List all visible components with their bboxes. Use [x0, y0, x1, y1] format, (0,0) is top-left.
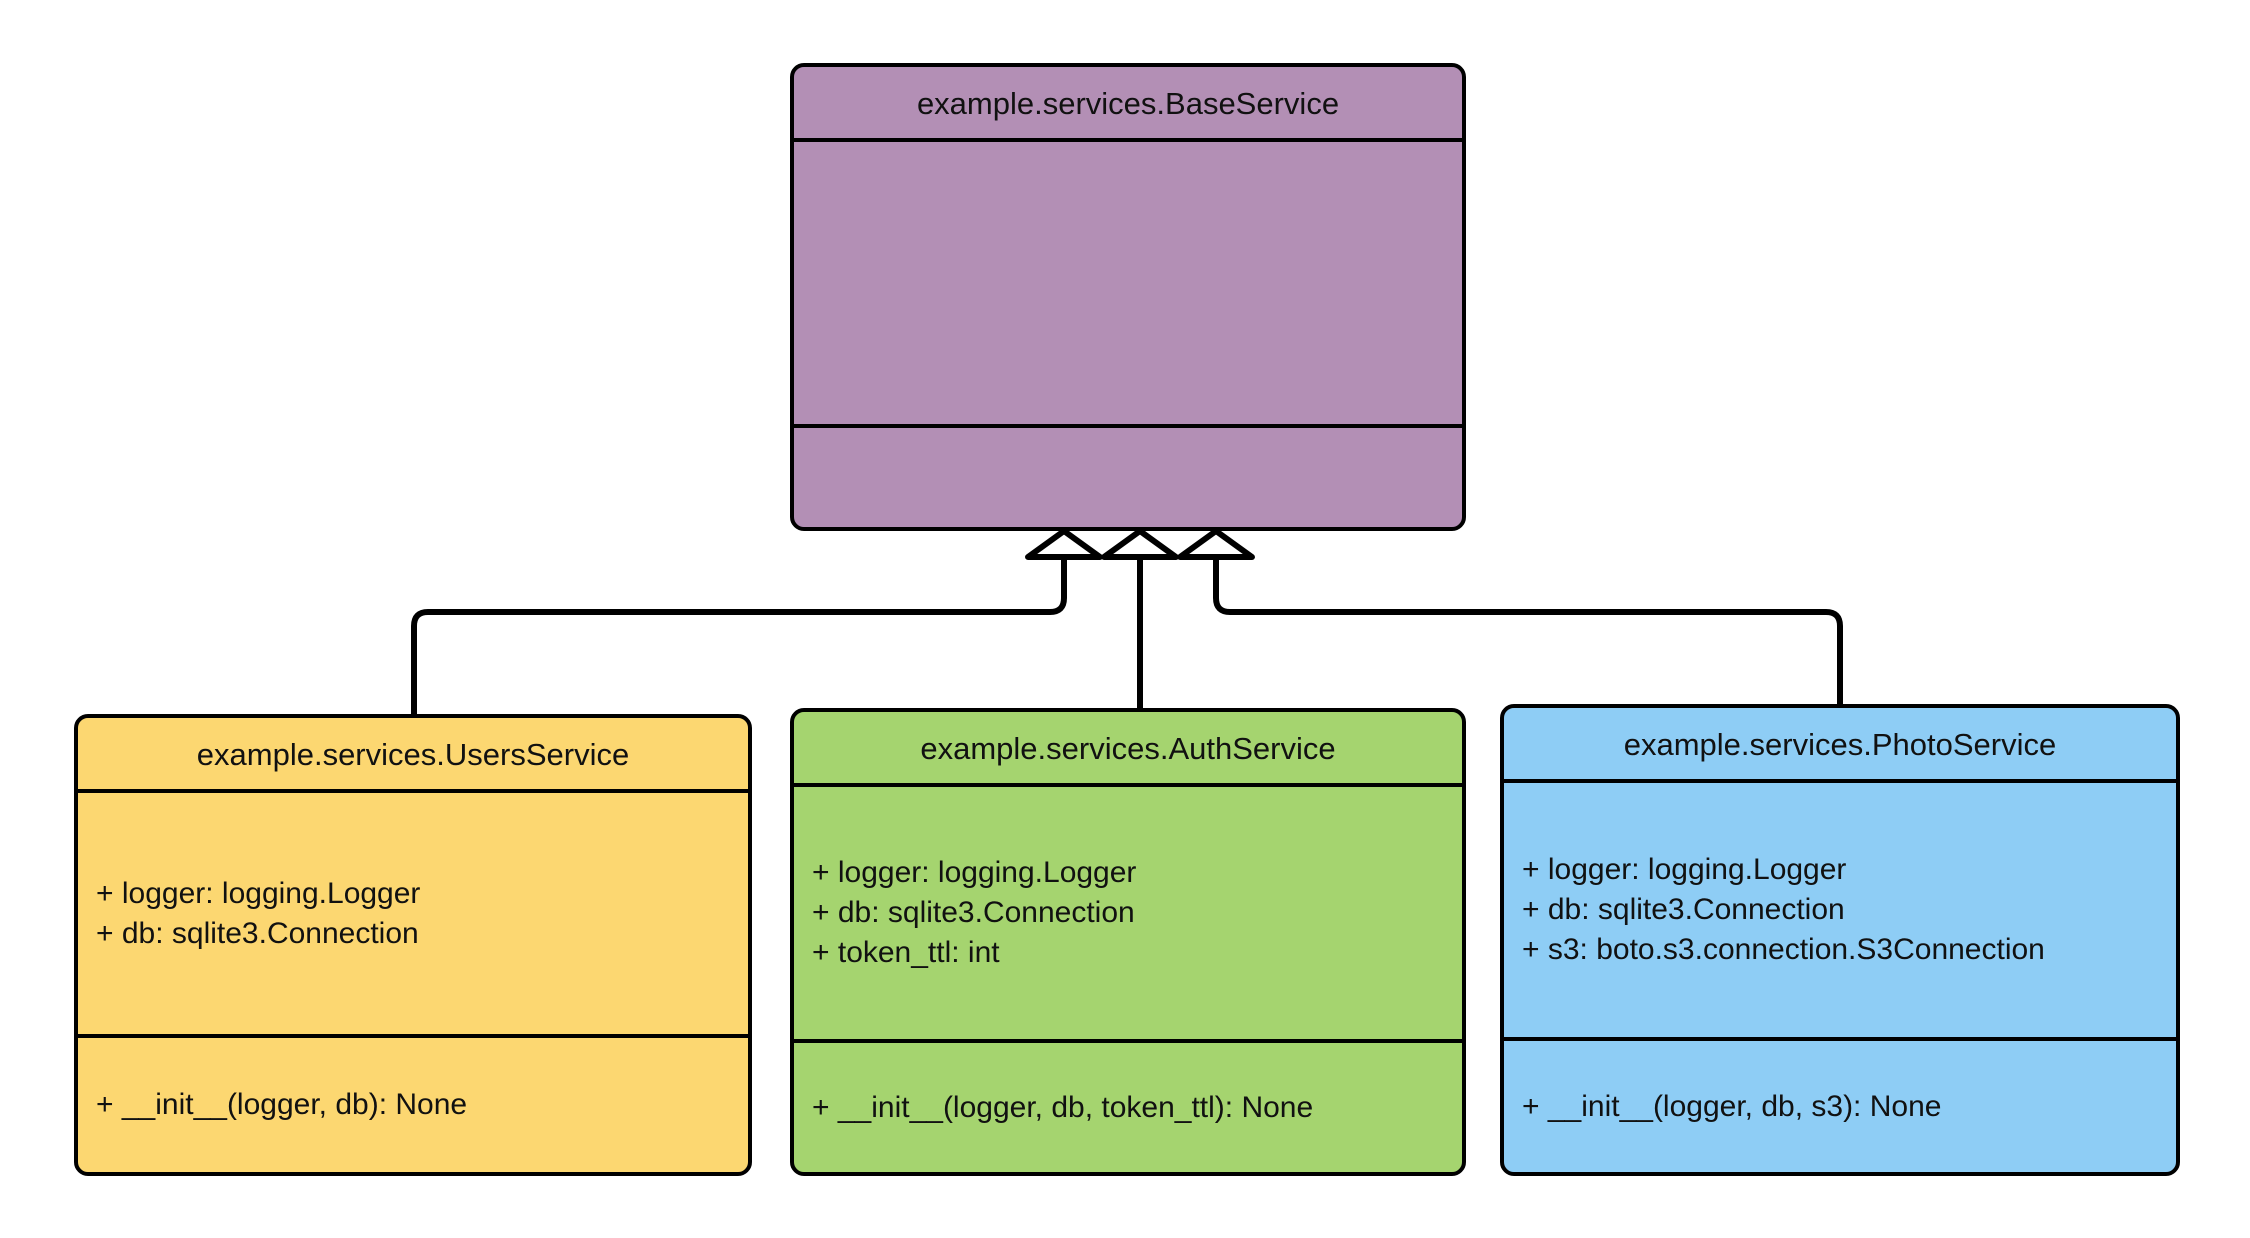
inheritance-arrowhead-photo	[1177, 528, 1255, 560]
methods-compartment-base-service	[794, 428, 1462, 527]
attributes-compartment-photo-service: + logger: logging.Logger + db: sqlite3.C…	[1504, 783, 2176, 1042]
attribute-row: + db: sqlite3.Connection	[96, 916, 419, 950]
class-name-base-service: example.services.BaseService	[794, 67, 1462, 143]
class-name-auth-service: example.services.AuthService	[794, 712, 1462, 788]
methods-compartment-auth-service: + __init__(logger, db, token_ttl): None	[794, 1043, 1462, 1172]
attribute-row: + s3: boto.s3.connection.S3Connection	[1522, 933, 2045, 967]
methods-compartment-users-service: + __init__(logger, db): None	[78, 1038, 748, 1172]
class-node-auth-service[interactable]: example.services.AuthService + logger: l…	[790, 708, 1466, 1176]
attribute-row: + token_ttl: int	[812, 936, 1000, 970]
class-node-base-service[interactable]: example.services.BaseService	[790, 63, 1466, 531]
attribute-row: + logger: logging.Logger	[96, 876, 421, 910]
attributes-compartment-auth-service: + logger: logging.Logger + db: sqlite3.C…	[794, 787, 1462, 1044]
methods-compartment-photo-service: + __init__(logger, db, s3): None	[1504, 1041, 2176, 1172]
attribute-row: + logger: logging.Logger	[812, 856, 1137, 890]
class-name-photo-service: example.services.PhotoService	[1504, 708, 2176, 784]
attributes-compartment-base-service	[794, 142, 1462, 428]
method-row: + __init__(logger, db, token_ttl): None	[812, 1090, 1314, 1124]
method-row: + __init__(logger, db, s3): None	[1522, 1089, 1942, 1123]
method-row: + __init__(logger, db): None	[96, 1088, 468, 1122]
inheritance-arrowhead-users	[1025, 528, 1103, 560]
attributes-compartment-users-service: + logger: logging.Logger + db: sqlite3.C…	[78, 793, 748, 1038]
generalization-edge-users	[411, 555, 1067, 714]
inheritance-arrowhead-auth	[1101, 528, 1179, 560]
class-name-users-service: example.services.UsersService	[78, 718, 748, 794]
class-node-users-service[interactable]: example.services.UsersService + logger: …	[74, 714, 752, 1176]
attribute-row: + db: sqlite3.Connection	[812, 896, 1135, 930]
attribute-row: + logger: logging.Logger	[1522, 853, 1847, 887]
class-node-photo-service[interactable]: example.services.PhotoService + logger: …	[1500, 704, 2180, 1176]
generalization-edge-photo	[1213, 555, 1843, 704]
attribute-row: + db: sqlite3.Connection	[1522, 893, 1845, 927]
